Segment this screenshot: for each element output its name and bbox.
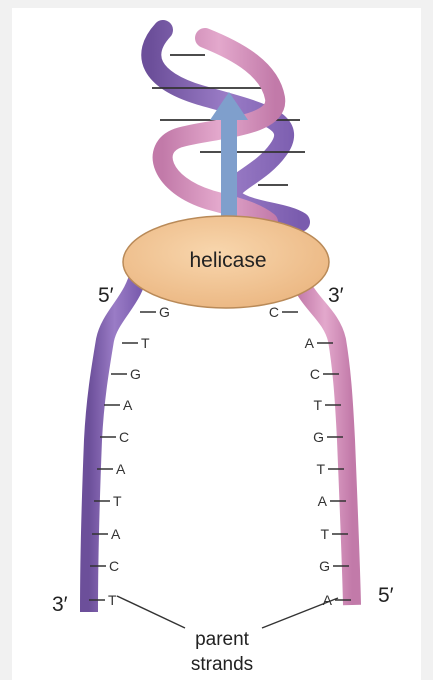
right-base-letter: C xyxy=(310,366,320,382)
right-base-letter: T xyxy=(320,526,329,542)
left-base-letter: T xyxy=(141,335,150,351)
left-base-letter: T xyxy=(113,493,122,509)
left-base-letter: A xyxy=(123,397,133,413)
helicase: helicase xyxy=(123,216,329,308)
right-base-letter: T xyxy=(316,461,325,477)
left-base-letter: T xyxy=(108,592,117,608)
label-5-prime-top-left: 5′ xyxy=(98,284,114,307)
right-base-letter: C xyxy=(269,304,279,320)
left-base-letter: C xyxy=(109,558,119,574)
left-base-letter: A xyxy=(111,526,121,542)
label-3-prime-bottom-left: 3′ xyxy=(52,593,68,616)
right-base-letter: T xyxy=(313,397,322,413)
label-5-prime-bottom-right: 5′ xyxy=(378,584,394,607)
caption-strands: strands xyxy=(191,654,253,675)
right-base-letter: G xyxy=(313,429,324,445)
left-base-letter: A xyxy=(116,461,126,477)
caption-parent: parent xyxy=(195,629,250,650)
label-3-prime-top-right: 3′ xyxy=(328,284,344,307)
left-base-letter: C xyxy=(119,429,129,445)
helicase-label: helicase xyxy=(189,249,266,272)
right-base-letter: A xyxy=(318,493,328,509)
right-base-letter: G xyxy=(319,558,330,574)
arrow-shaft xyxy=(221,118,237,218)
left-base-letter: G xyxy=(159,304,170,320)
left-base-letter: G xyxy=(130,366,141,382)
right-base-letter: A xyxy=(305,335,315,351)
